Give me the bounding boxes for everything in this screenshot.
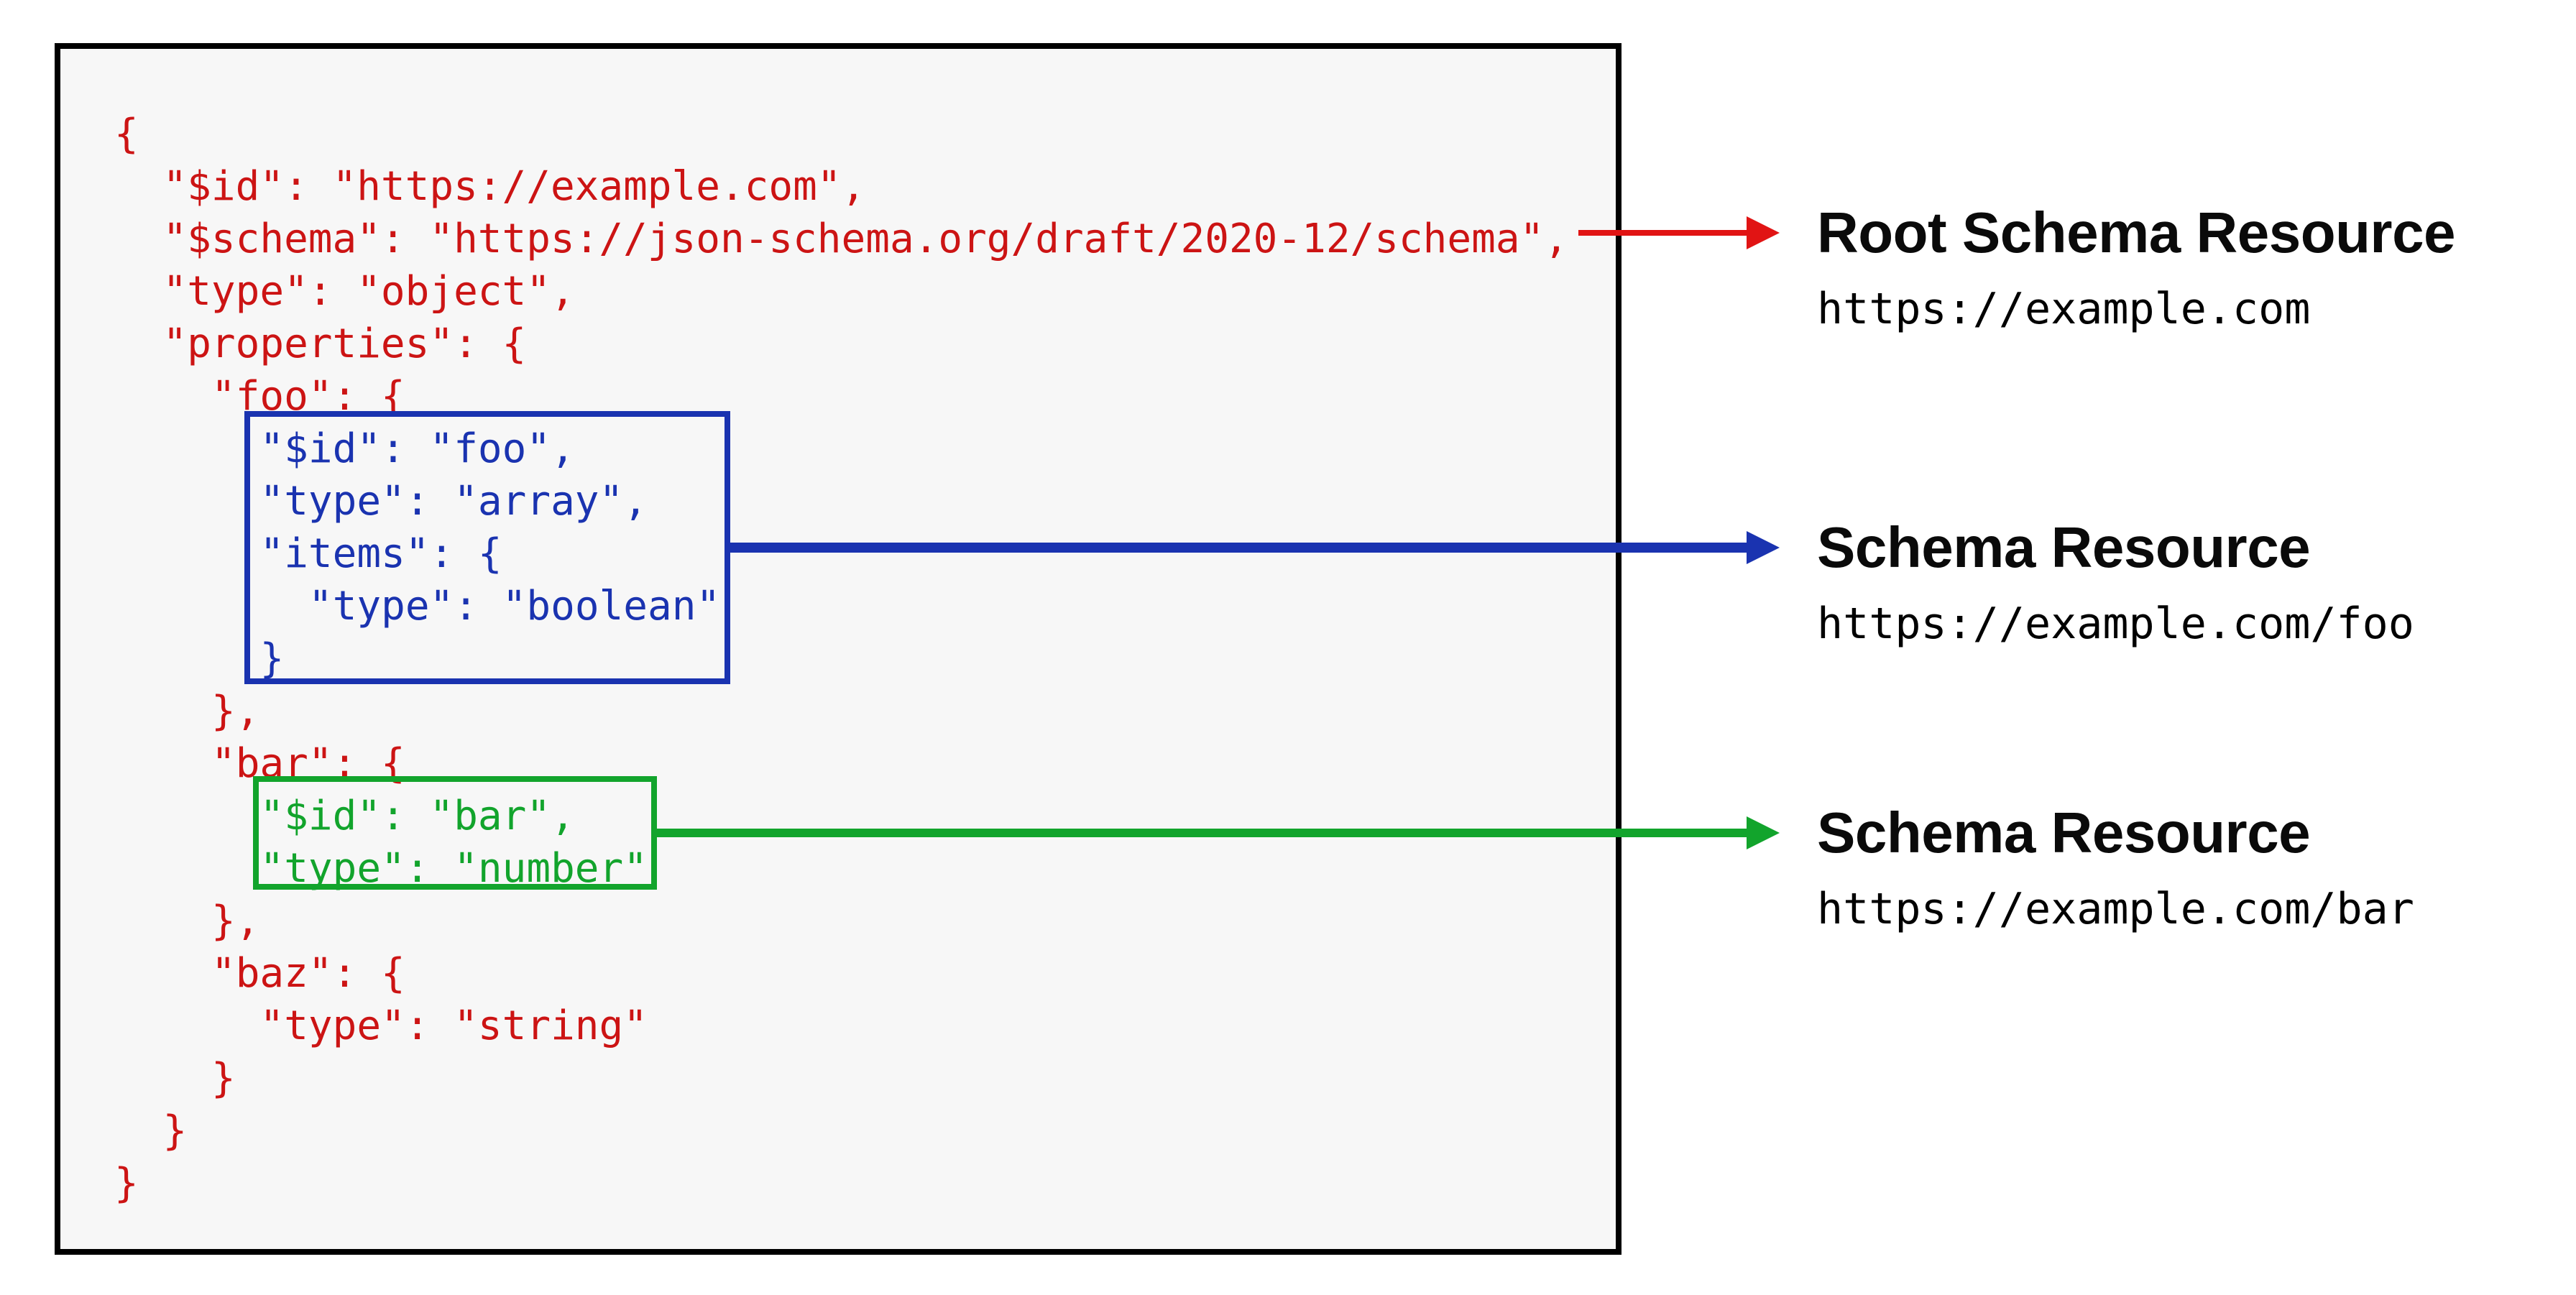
code-line: "$id": "https://example.com", — [162, 163, 866, 210]
label-url: https://example.com/foo — [1817, 599, 2414, 649]
code-line: "type": "object", — [162, 268, 575, 315]
bar-schema-resource-box — [253, 776, 657, 890]
arrowhead-icon — [1747, 816, 1780, 849]
code-line: "properties": { — [162, 321, 527, 367]
code-line: }, — [211, 688, 260, 734]
code-line: "type": "array", — [259, 478, 648, 525]
code-line: "baz": { — [211, 950, 405, 997]
code-line: "$schema": "https://json-schema.org/draf… — [162, 216, 1568, 262]
code-line: "$id": "foo", — [259, 425, 575, 472]
code-line: } — [162, 1107, 188, 1154]
label-url: https://example.com/bar — [1817, 884, 2414, 934]
root-schema-label-group: Root Schema Resource https://example.com — [1817, 198, 2456, 336]
code-line: } — [114, 1160, 139, 1207]
root-schema-arrow — [1578, 216, 1780, 249]
arrowhead-icon — [1747, 531, 1780, 564]
arrowhead-icon — [1747, 216, 1780, 249]
foo-schema-label-group: Schema Resource https://example.com/foo — [1817, 513, 2414, 651]
code-line: }, — [211, 898, 260, 944]
foo-schema-arrow — [730, 531, 1780, 564]
code-line: "$id": "bar", — [259, 793, 575, 839]
bar-schema-label-group: Schema Resource https://example.com/bar — [1817, 798, 2414, 936]
label-title: Schema Resource — [1817, 801, 2311, 865]
code-line: } — [211, 1055, 236, 1102]
code-line: { — [114, 111, 139, 157]
label-title: Root Schema Resource — [1817, 201, 2456, 264]
foo-schema-resource-box — [244, 411, 730, 684]
code-line: } — [259, 635, 285, 682]
code-line: "items": { — [259, 530, 502, 577]
code-line: "type": "boolean" — [308, 583, 721, 630]
label-title: Schema Resource — [1817, 515, 2311, 579]
bar-schema-arrow — [657, 816, 1780, 849]
json-schema-code: { "$id": "https://example.com", "$schema":… — [114, 108, 1568, 1209]
label-url: https://example.com — [1817, 284, 2311, 334]
code-line: "type": "string" — [259, 1003, 648, 1049]
schema-code-panel: { "$id": "https://example.com", "$schema":… — [55, 43, 1622, 1255]
